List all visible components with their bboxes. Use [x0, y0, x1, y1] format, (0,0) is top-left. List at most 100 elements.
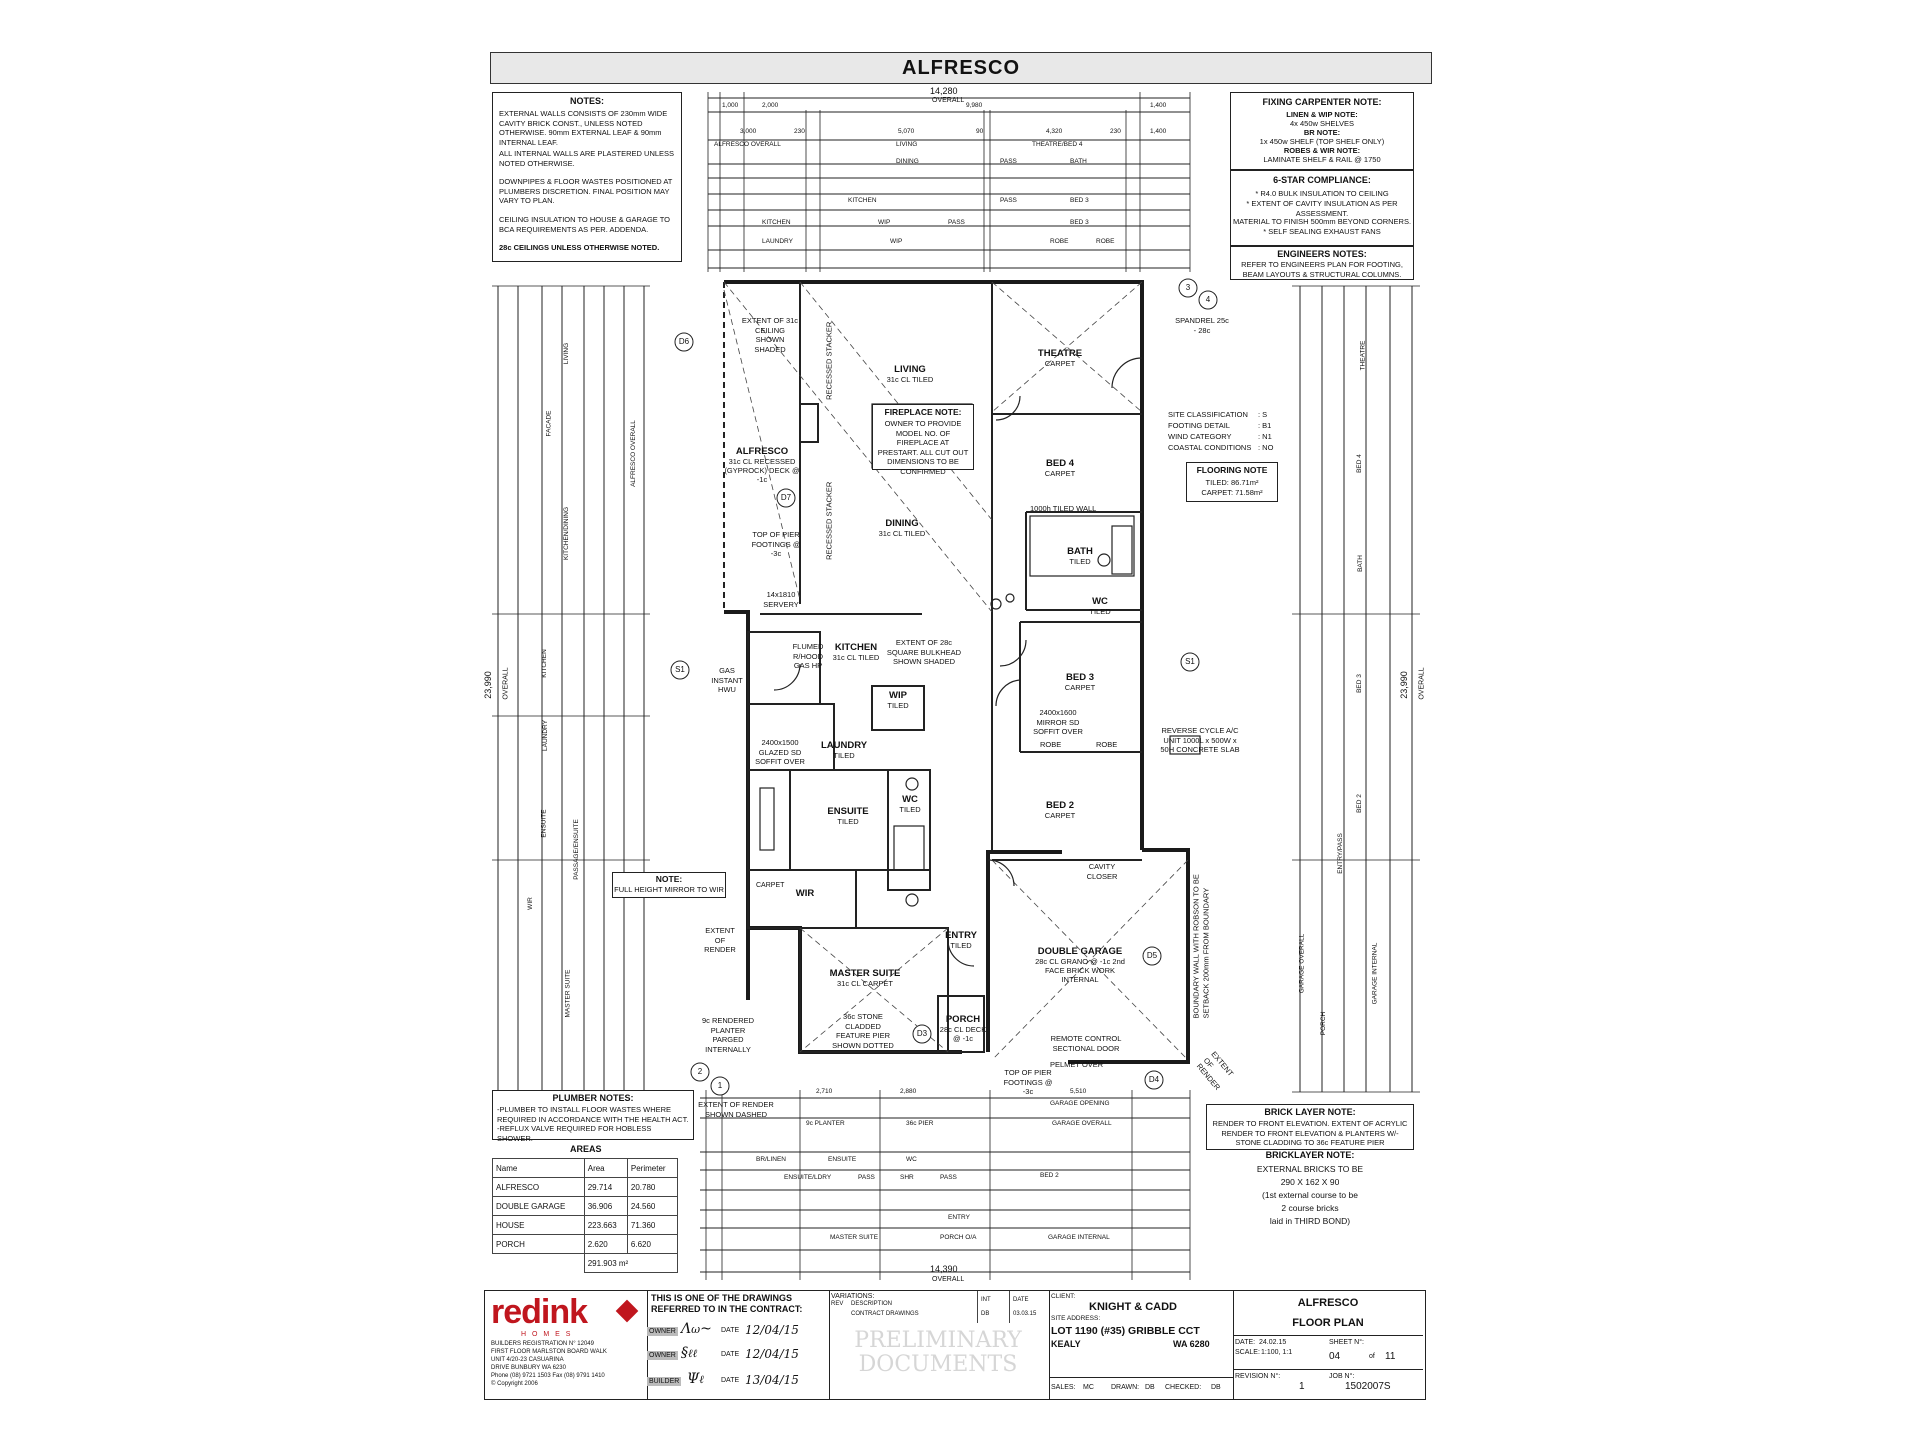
room-wc: WC TILED: [1080, 596, 1120, 616]
revision-value: 1: [1299, 1381, 1305, 1392]
fixing-line: BR NOTE:: [1303, 128, 1341, 137]
dim-label: MASTER SUITE: [830, 1234, 879, 1241]
room-name: LIVING: [894, 364, 926, 375]
notes-box: NOTES: EXTERNAL WALLS CONSISTS OF 230mm …: [492, 92, 682, 262]
dim-label: BED 3: [1070, 219, 1089, 226]
right-dim-label: PORCH: [1320, 1011, 1328, 1036]
dim-label: WIP: [878, 219, 891, 226]
marker-4: 4: [1205, 295, 1211, 304]
dim-value: 2,710: [816, 1088, 833, 1095]
flooring-note: FLOORING NOTE TILED: 86.71m² CARPET: 71.…: [1186, 462, 1278, 502]
table-row: HOUSE 223.663 71.360: [492, 1215, 679, 1235]
notes-item: 28c CEILINGS UNLESS OTHERWISE NOTED.: [499, 243, 660, 252]
marker-d4: D4: [1148, 1075, 1160, 1084]
room-sub: 28c CL GRANO @ -1c 2nd FACE BRICK WORK I…: [1035, 957, 1125, 984]
revision-label: REVISION N°:: [1235, 1373, 1281, 1380]
areas-total: 291.903 m²: [583, 1253, 679, 1273]
sign-date: 12/04/15: [745, 1347, 799, 1361]
preliminary-watermark: PRELIMINARY DOCUMENTS: [854, 1328, 1022, 1377]
dim-label: 9c PLANTER: [806, 1120, 845, 1127]
dim-label: ENSUITE/LDRY: [784, 1174, 832, 1181]
room-sub: CARPET: [1044, 469, 1076, 478]
room-sub: TILED: [887, 701, 909, 710]
robe-label: ROBE: [1040, 740, 1062, 749]
marker-s1-right: S1: [1185, 657, 1195, 666]
var-header: DATE: [1013, 1297, 1029, 1303]
room-bed2: BED 2 CARPET: [1020, 800, 1100, 820]
room-wir-floor: CARPET: [756, 882, 785, 889]
flooring-carpet: CARPET: 71.58m²: [1201, 488, 1263, 497]
bricklayer-line: laid in THIRD BOND): [1269, 1216, 1351, 1226]
builder-line: BUILDERS REGISTRATION N° 12049: [491, 1341, 594, 1347]
fixing-line: 4x 450w SHELVES: [1289, 119, 1355, 128]
area-perimeter: 20.780: [626, 1177, 679, 1197]
areas-header: Area: [583, 1158, 628, 1178]
var-header: DESCRIPTION: [851, 1301, 893, 1307]
dim-value: 1,400: [1150, 102, 1167, 109]
six-star-line: * EXTENT OF CAVITY INSULATION AS PER ASS…: [1246, 199, 1398, 218]
builder-line: © Copyright 2006: [491, 1381, 538, 1387]
sheet-info-cell: ALFRESCO FLOOR PLAN DATE: 24.02.15 SCALE…: [1233, 1291, 1423, 1399]
dim-label: WC: [906, 1156, 917, 1163]
dim-label: PASS: [858, 1174, 875, 1181]
flooring-title: FLOORING NOTE: [1196, 465, 1268, 475]
sheet-info-divider: [1233, 1369, 1423, 1370]
dim-label: BED 2: [1040, 1172, 1059, 1179]
room-bed4: BED 4 CARPET: [1020, 458, 1100, 478]
sign-role: OWNER: [647, 1327, 678, 1336]
room-sub: CARPET: [1044, 359, 1076, 368]
room-sub: TILED: [899, 805, 921, 814]
room-name: PORCH: [945, 1014, 981, 1025]
brick-layer-note: BRICK LAYER NOTE: RENDER TO FRONT ELEVAT…: [1206, 1104, 1414, 1150]
areas-total-spacer: [493, 1254, 585, 1273]
signature-row: BUILDER Ψℓ DATE 13/04/15: [647, 1371, 829, 1395]
room-alfresco: ALFRESCO 31c CL RECESSED (GYPROCK) DECK …: [722, 446, 802, 484]
area-name: ALFRESCO: [492, 1177, 585, 1197]
sheet-label: SHEET N°:: [1329, 1339, 1364, 1346]
date-label: DATE:: [1235, 1339, 1256, 1346]
signature-row: OWNER Λω~ DATE 12/04/15: [647, 1321, 829, 1345]
bricklayer-line: EXTERNAL BRICKS TO BE: [1256, 1164, 1364, 1174]
sheet-name-2: FLOOR PLAN: [1292, 1317, 1364, 1329]
bricklayer-line: 2 course bricks: [1281, 1203, 1339, 1213]
sign-date-label: DATE: [721, 1351, 740, 1358]
right-dim-label: BED 3: [1355, 674, 1363, 693]
var-initials: DB: [981, 1311, 990, 1317]
fixing-line: 1x 450w SHELF (TOP SHELF ONLY): [1259, 137, 1385, 146]
dim-label: BR/LINEN: [756, 1156, 786, 1163]
bulkhead-note: EXTENT OF 28c SQUARE BULKHEAD SHOWN SHAD…: [886, 638, 962, 666]
site-state: WA 6280: [1173, 1339, 1210, 1349]
room-name: LAUNDRY: [820, 740, 868, 751]
marker-d3: D3: [916, 1029, 928, 1038]
marker-1: 1: [717, 1081, 723, 1090]
area-value: 36.906: [583, 1196, 628, 1216]
builder-signature: Ψℓ: [687, 1371, 704, 1387]
site-class-label: SITE CLASSIFICATION: [1168, 410, 1248, 419]
sign-role: OWNER: [647, 1351, 678, 1360]
dim-label: KITCHEN: [848, 197, 877, 204]
table-row: DOUBLE GARAGE 36.906 24.560: [492, 1196, 679, 1216]
marker-d5: D5: [1146, 951, 1158, 960]
areas-total-row: 291.903 m²: [493, 1253, 679, 1273]
left-dim-label: MASTER SUITE: [564, 969, 572, 1018]
sheet-of: of: [1369, 1353, 1375, 1360]
bricklayer-line: (1st external course to be: [1262, 1190, 1358, 1200]
job-value: 1502007S: [1345, 1381, 1391, 1392]
cavity-closer-note: CAVITY CLOSER: [1086, 862, 1118, 881]
builder-line: FIRST FLOOR MARLSTON BOARD WALK: [491, 1349, 607, 1355]
dim-label: GARAGE INTERNAL: [1048, 1234, 1110, 1241]
dim-label: PASS: [948, 219, 965, 226]
room-name: DINING: [885, 518, 919, 529]
area-value: 29.714: [583, 1177, 628, 1197]
top-of-pier-note-front: TOP OF PIER FOOTINGS @ -3c: [1003, 1068, 1053, 1096]
dim-value: 1,400: [1150, 128, 1167, 135]
site-class-value: : S: [1258, 410, 1268, 419]
room-sub: 31c CL RECESSED (GYPROCK) DECK @ -1c: [724, 457, 800, 484]
dim-value: 230: [1110, 128, 1121, 135]
notes-item: EXTERNAL WALLS CONSISTS OF 230mm WIDE CA…: [499, 109, 668, 147]
dim-value: 230: [794, 128, 805, 135]
sheet-name-1: ALFRESCO: [1297, 1297, 1359, 1309]
dim-label: DINING: [896, 158, 919, 165]
room-dining: DINING 31c CL TILED: [862, 518, 942, 538]
